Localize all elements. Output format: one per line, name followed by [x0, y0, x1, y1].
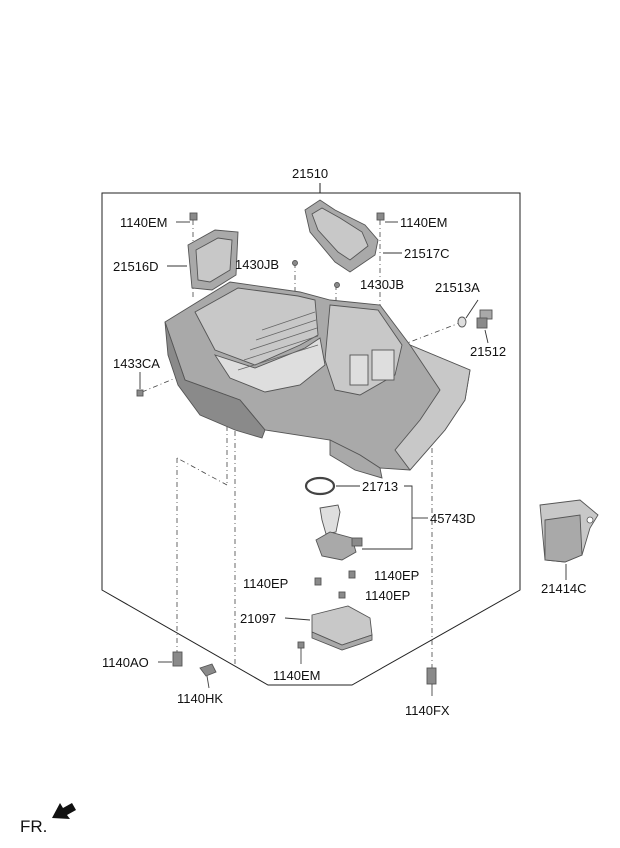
label-1140ep-b[interactable]: 1140EP	[374, 568, 419, 583]
bolt-1140ao[interactable]	[172, 651, 183, 667]
label-1140fx[interactable]: 1140FX	[405, 703, 450, 718]
baffle-21517c[interactable]	[304, 199, 379, 273]
bolt-1430jb-left[interactable]	[292, 260, 298, 266]
bolt-1430jb-right[interactable]	[334, 282, 340, 288]
label-1140em-right[interactable]: 1140EM	[400, 215, 447, 230]
label-21513a[interactable]: 21513A	[435, 280, 480, 295]
label-1140em-left[interactable]: 1140EM	[120, 215, 167, 230]
bolt-1140ep-c[interactable]	[338, 591, 346, 599]
drain-plug-21512[interactable]	[476, 309, 493, 329]
bolt-1140hk[interactable]	[199, 663, 217, 689]
label-21512[interactable]: 21512	[470, 344, 506, 359]
bolt-1140ep-a[interactable]	[314, 577, 322, 586]
gasket-21513a[interactable]	[457, 316, 467, 328]
label-1430jb-left[interactable]: 1430JB	[235, 257, 279, 272]
label-1433ca[interactable]: 1433CA	[113, 356, 160, 371]
label-1140em-bottom[interactable]: 1140EM	[273, 668, 320, 683]
label-21713[interactable]: 21713	[362, 479, 398, 494]
front-arrow-icon	[52, 803, 76, 819]
bolt-1140em-right[interactable]	[376, 212, 385, 221]
label-21510[interactable]: 21510	[292, 166, 328, 181]
o-ring-21713[interactable]	[304, 476, 336, 496]
baffle-21516d[interactable]	[187, 229, 239, 291]
bolt-1433ca[interactable]	[136, 389, 144, 397]
front-indicator-label: FR.	[20, 817, 47, 836]
label-1140ep-c[interactable]: 1140EP	[365, 588, 410, 603]
label-21414c[interactable]: 21414C	[541, 581, 587, 596]
label-21517c[interactable]: 21517C	[404, 246, 450, 261]
label-1140ao[interactable]: 1140AO	[102, 655, 149, 670]
assembly-frame	[101, 183, 521, 686]
label-45743d[interactable]: 45743D	[430, 511, 476, 526]
label-21516d[interactable]: 21516D	[113, 259, 159, 274]
bracket-21414c[interactable]	[539, 499, 599, 563]
label-1140ep-a[interactable]: 1140EP	[243, 576, 288, 591]
bolt-1140em-left[interactable]	[189, 212, 198, 221]
label-1140hk[interactable]: 1140HK	[177, 691, 223, 706]
label-21097[interactable]: 21097	[240, 611, 276, 626]
oil-strainer-21097[interactable]	[311, 605, 373, 651]
label-1430jb-right[interactable]: 1430JB	[360, 277, 404, 292]
oil-pan[interactable]	[164, 281, 471, 479]
bolt-1140fx[interactable]	[426, 667, 437, 696]
alignment-lines	[141, 220, 463, 670]
bolt-1140ep-b[interactable]	[348, 570, 356, 579]
oil-level-sensor-45743d[interactable]	[315, 504, 363, 561]
bolt-1140em-bottom[interactable]	[297, 641, 305, 664]
